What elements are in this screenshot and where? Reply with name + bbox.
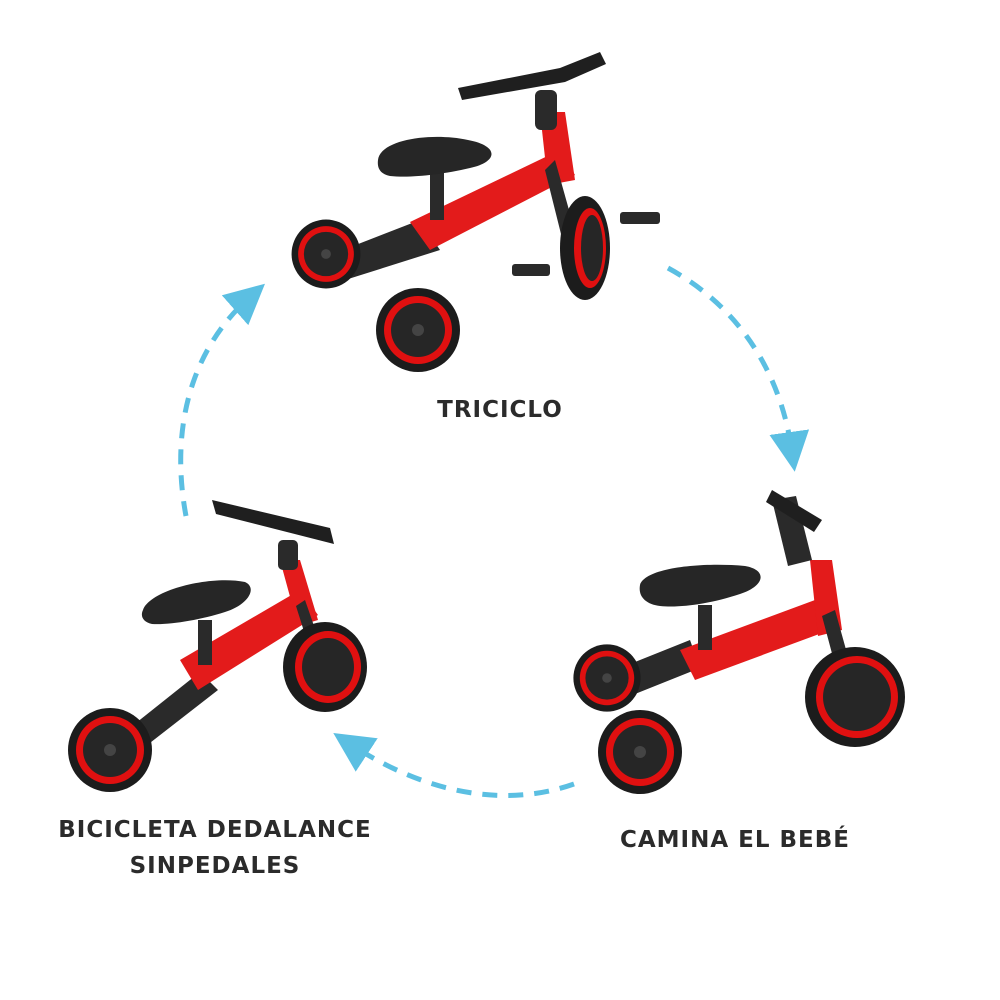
cycle-arrows (178, 265, 810, 799)
tricycle-icon (291, 52, 660, 372)
balance-bike-icon (68, 500, 367, 792)
label-balance-line1: BICICLETA DEDALANCE (58, 817, 372, 843)
walker-bike-icon (573, 490, 905, 794)
label-balance-bike: BICICLETA DEDALANCE SINPEDALES (45, 812, 385, 884)
label-triciclo: TRICICLO (437, 397, 563, 423)
arrow-top-to-right (666, 265, 810, 472)
arrow-left-to-top (178, 283, 265, 517)
arrow-right-to-left (333, 733, 575, 799)
label-camina: CAMINA EL BEBÉ (619, 827, 851, 853)
label-balance-line2: SINPEDALES (129, 853, 301, 879)
